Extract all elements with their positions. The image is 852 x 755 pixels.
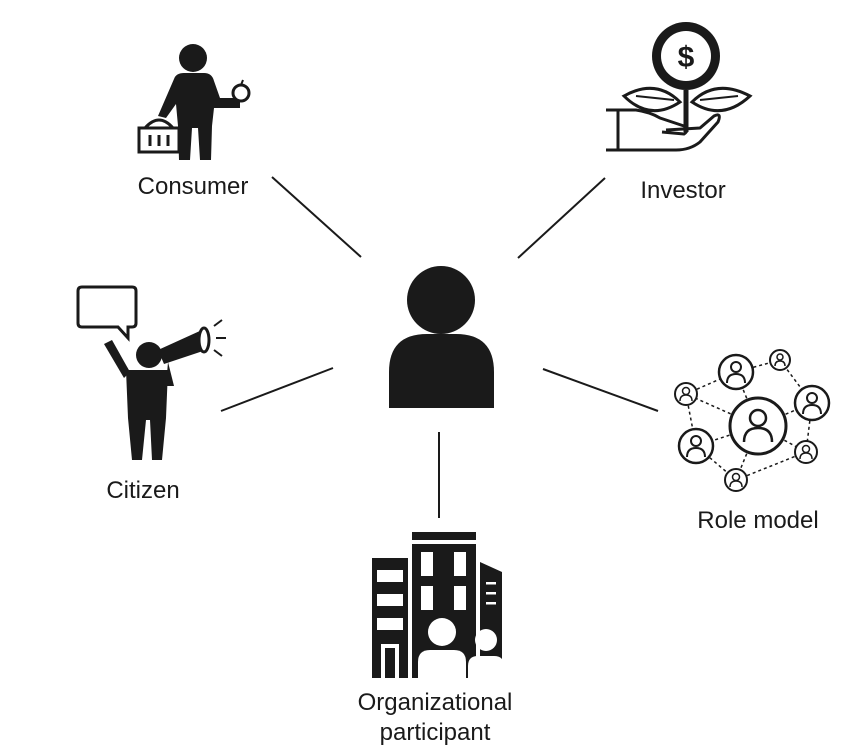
megaphone-speaker-icon	[76, 285, 226, 460]
connectors	[220, 176, 659, 518]
label-investor: Investor	[640, 177, 726, 204]
office-building-people-icon	[372, 532, 504, 678]
network-people-icon	[674, 349, 831, 492]
connector-investor	[517, 177, 606, 259]
label-line: participant	[379, 719, 491, 746]
label-citizen: Citizen	[106, 477, 180, 504]
connector-role-model	[542, 368, 659, 412]
label-line: Organizational	[357, 689, 513, 716]
label-organizational-participant: Organizational participant	[330, 688, 540, 748]
shopper-icon	[137, 44, 251, 160]
svg-text:$: $	[678, 41, 695, 74]
label-role-model: Role model	[697, 507, 819, 534]
connector-consumer	[271, 176, 362, 258]
person-icon	[389, 266, 494, 408]
label-consumer: Consumer	[137, 173, 249, 200]
money-plant-hand-icon: $	[606, 22, 753, 152]
connector-citizen	[220, 367, 334, 412]
